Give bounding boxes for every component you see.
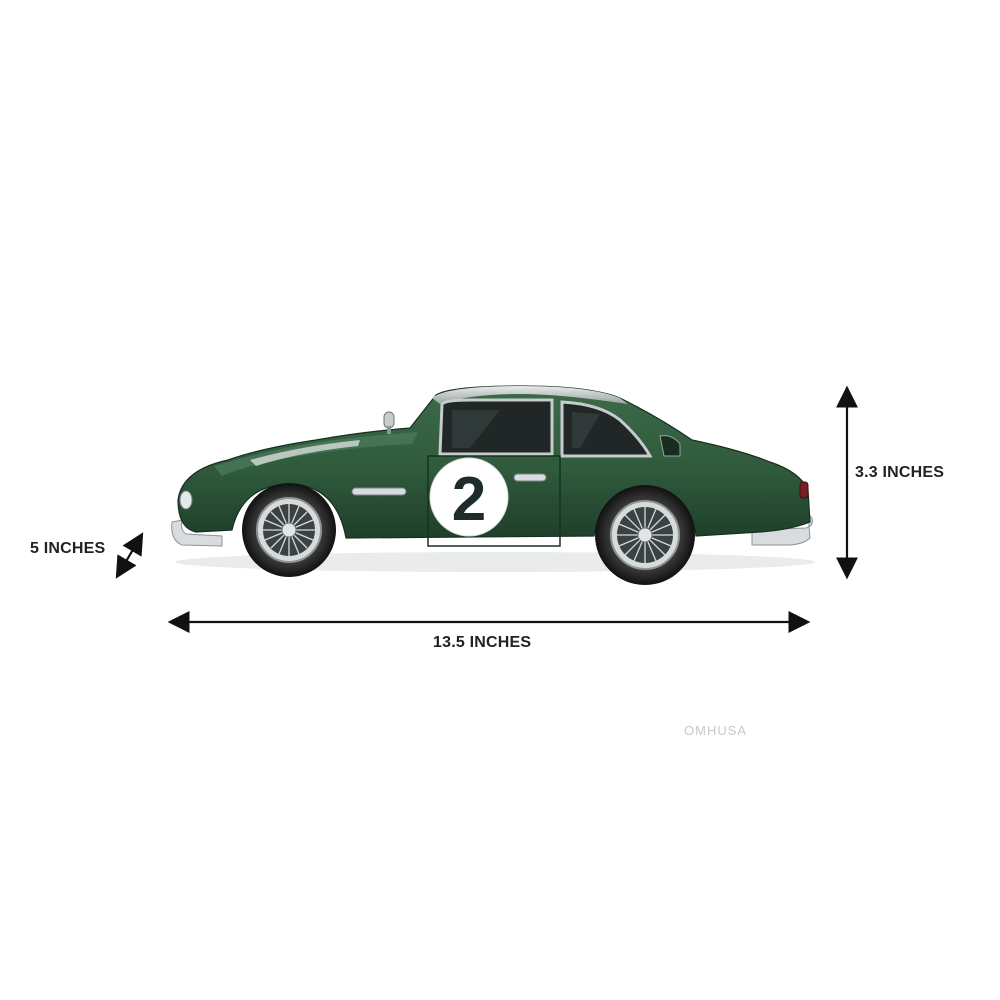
brand-watermark: OMHUSA xyxy=(684,723,748,738)
depth-dimension-label: 5 INCHES xyxy=(30,540,106,557)
race-number: 2 xyxy=(452,465,486,534)
length-dimension-label: 13.5 INCHES xyxy=(433,634,532,651)
race-number-roundel: 2 xyxy=(429,457,509,537)
height-dimension-label: 3.3 INCHES xyxy=(855,464,945,481)
race-car: 2 xyxy=(171,385,815,585)
rear-wheel xyxy=(595,485,695,585)
front-wheel xyxy=(242,483,336,577)
double-arrow-icon xyxy=(115,532,144,579)
